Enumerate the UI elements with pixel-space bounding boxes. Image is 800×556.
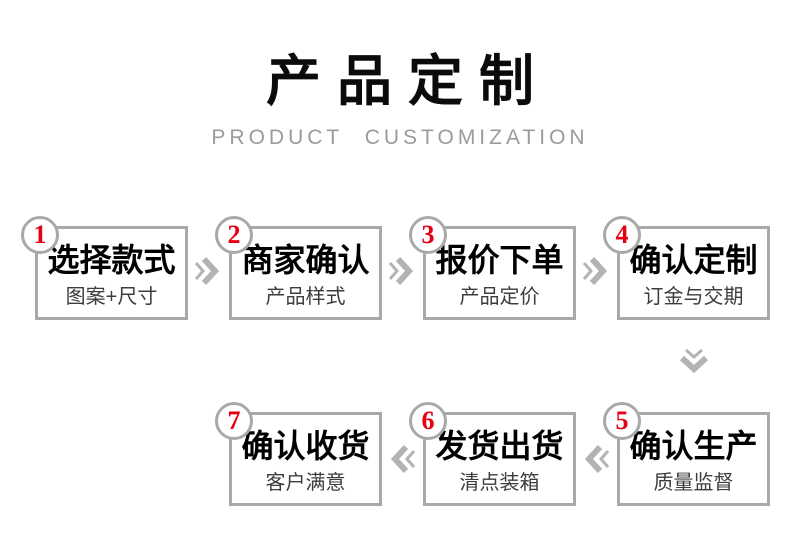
step-number: 2 <box>227 220 241 249</box>
step-3-number-badge: 3 <box>409 216 447 254</box>
step-1-number-badge: 1 <box>21 216 59 254</box>
step-number: 3 <box>421 220 435 249</box>
step-7-confirm-receipt: 7 确认收货 客户满意 <box>215 402 382 506</box>
step-title: 确认收货 <box>241 427 370 464</box>
step-subtitle: 产品定价 <box>459 285 540 308</box>
page-subtitle: PRODUCT CUSTOMIZATION <box>211 126 589 149</box>
step-subtitle: 图案+尺寸 <box>65 285 158 308</box>
flow-arrow-right-icon <box>388 256 414 286</box>
step-subtitle: 质量监督 <box>653 471 734 494</box>
step-6-ship-goods: 6 发货出货 清点装箱 <box>409 402 576 506</box>
step-title: 确认定制 <box>629 241 758 278</box>
step-7-number-badge: 7 <box>215 402 253 440</box>
step-number: 6 <box>421 406 435 435</box>
flow-arrow-down-icon <box>679 348 709 374</box>
step-4-number-badge: 4 <box>603 216 641 254</box>
step-title: 报价下单 <box>435 241 564 278</box>
step-5-confirm-production: 5 确认生产 质量监督 <box>603 402 770 506</box>
flow-arrow-left-icon <box>390 444 416 474</box>
step-subtitle: 订金与交期 <box>643 285 744 308</box>
step-number: 5 <box>615 406 629 435</box>
step-title: 发货出货 <box>435 427 564 464</box>
step-subtitle: 清点装箱 <box>459 471 540 494</box>
step-subtitle: 客户满意 <box>265 471 346 494</box>
flow-arrow-left-icon <box>584 444 610 474</box>
step-2-number-badge: 2 <box>215 216 253 254</box>
step-number: 7 <box>227 406 241 435</box>
flow-arrow-right-icon <box>582 256 608 286</box>
step-title: 选择款式 <box>47 241 176 278</box>
step-title: 确认生产 <box>629 427 758 464</box>
step-1-choose-style: 1 选择款式 图案+尺寸 <box>21 216 188 320</box>
step-title: 商家确认 <box>241 241 370 278</box>
step-number: 4 <box>615 220 629 249</box>
flow-arrow-right-icon <box>194 256 220 286</box>
step-subtitle: 产品样式 <box>265 285 346 308</box>
page-title: 产品定制 <box>265 50 550 112</box>
step-6-number-badge: 6 <box>409 402 447 440</box>
step-5-number-badge: 5 <box>603 402 641 440</box>
step-3-quote-order: 3 报价下单 产品定价 <box>409 216 576 320</box>
step-2-merchant-confirm: 2 商家确认 产品样式 <box>215 216 382 320</box>
step-4-confirm-customization: 4 确认定制 订金与交期 <box>603 216 770 320</box>
step-number: 1 <box>33 220 47 249</box>
